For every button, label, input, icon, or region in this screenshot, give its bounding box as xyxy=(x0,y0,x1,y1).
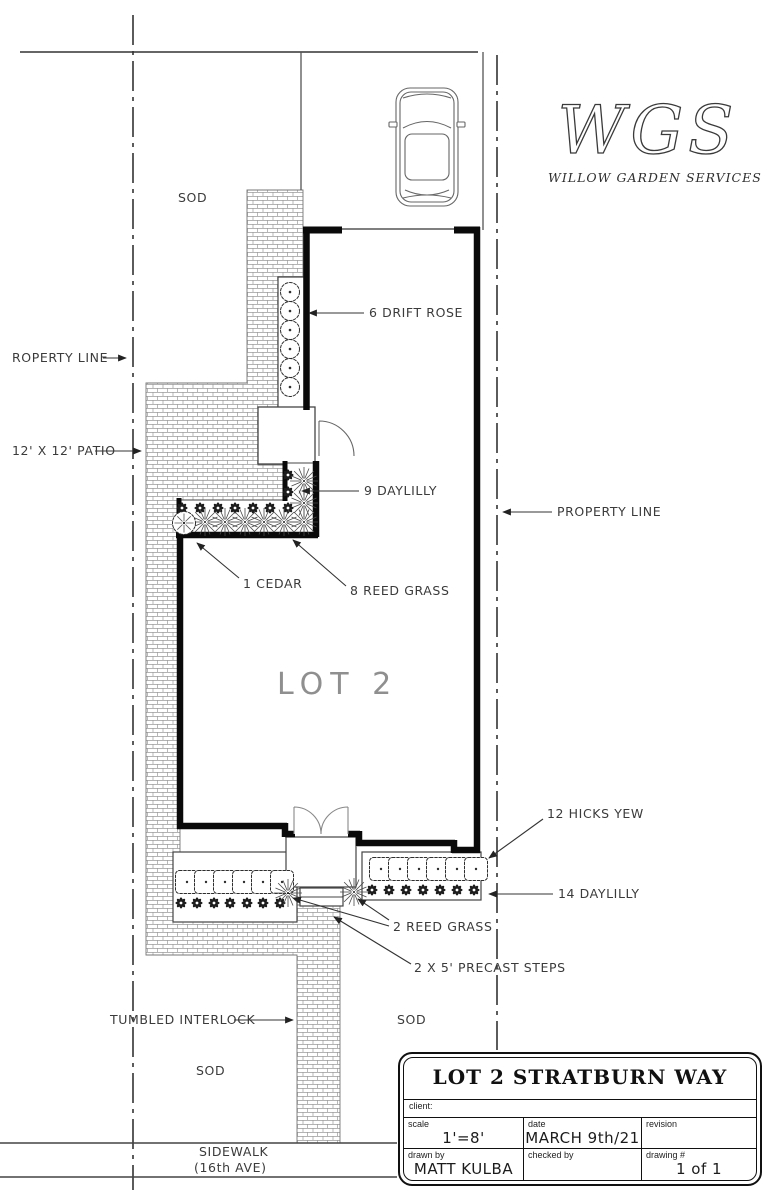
date-cell: date MARCH 9th/21 xyxy=(524,1118,642,1149)
revision-value xyxy=(642,1129,756,1148)
drawn-by-cell: drawn by MATT KULBA xyxy=(404,1149,524,1180)
logo-company-name: WILLOW GARDEN SERVICES xyxy=(548,170,762,185)
car xyxy=(388,87,466,207)
drawn-by-value: MATT KULBA xyxy=(413,1160,514,1178)
precast-steps xyxy=(299,887,344,907)
label-cedar: 1 CEDAR xyxy=(243,576,302,591)
date-value: MARCH 9th/21 xyxy=(525,1129,640,1147)
leader-lines xyxy=(95,309,553,1024)
client-row: client: xyxy=(404,1099,756,1117)
label-daylilly-14: 14 DAYLILLY xyxy=(558,886,640,901)
label-hicks-yew: 12 HICKS YEW xyxy=(547,806,644,821)
scale-label: scale xyxy=(408,1119,430,1129)
drawing-no-label: drawing # xyxy=(646,1150,686,1160)
label-daylilly-9: 9 DAYLILLY xyxy=(364,483,437,498)
client-label: client: xyxy=(409,1101,433,1111)
drawing-title: LOT 2 STRATBURN WAY xyxy=(432,1065,728,1089)
drawing-no-cell: drawing # 1 of 1 xyxy=(642,1149,756,1180)
title-block: LOT 2 STRATBURN WAY client: scale 1'=8' … xyxy=(398,1052,762,1186)
scale-cell: scale 1'=8' xyxy=(404,1118,524,1149)
revision-label: revision xyxy=(646,1119,678,1129)
checked-by-value xyxy=(524,1160,641,1180)
sidewalk-lines xyxy=(0,1142,397,1178)
rear-porch xyxy=(285,836,357,888)
drawing-no-value: 1 of 1 xyxy=(675,1160,723,1178)
house-outline xyxy=(176,226,481,854)
label-sod-top: SOD xyxy=(178,190,207,205)
label-property-line-left: ROPERTY LINE xyxy=(12,350,108,365)
logo-acronym: WGS xyxy=(557,92,739,169)
label-tumbled-interlock: TUMBLED INTERLOCK xyxy=(109,1012,256,1027)
scale-value: 1'=8' xyxy=(442,1129,485,1147)
side-door-swing xyxy=(318,420,355,457)
label-sod-right: SOD xyxy=(397,1012,426,1027)
label-property-line-right: PROPERTY LINE xyxy=(557,504,661,519)
rear-left-bed-plants xyxy=(175,870,294,909)
title-block-grid: scale 1'=8' date MARCH 9th/21 revision d… xyxy=(404,1117,756,1180)
label-sidewalk-ave: (16th AVE) xyxy=(194,1160,267,1175)
drawn-by-label: drawn by xyxy=(408,1150,445,1160)
title-block-inner: LOT 2 STRATBURN WAY client: scale 1'=8' … xyxy=(403,1057,757,1181)
revision-cell: revision xyxy=(642,1118,756,1149)
checked-by-label: checked by xyxy=(528,1150,574,1160)
label-sod-bottom: SOD xyxy=(196,1063,225,1078)
date-label: date xyxy=(528,1119,546,1129)
label-reed-grass-2: 2 REED GRASS xyxy=(393,919,493,934)
label-lot-2: LOT 2 xyxy=(277,667,398,702)
side-entry-landing xyxy=(257,406,316,465)
label-drift-rose: 6 DRIFT ROSE xyxy=(369,305,463,320)
driveway-edges xyxy=(300,52,484,230)
checked-by-cell: checked by xyxy=(524,1149,642,1180)
rear-double-door-swing xyxy=(293,806,349,835)
label-patio: 12' X 12' PATIO xyxy=(12,443,116,458)
label-sidewalk: SIDEWALK xyxy=(199,1144,269,1159)
label-reed-grass-8: 8 REED GRASS xyxy=(350,583,450,598)
label-precast-steps: 2 X 5' PRECAST STEPS xyxy=(414,960,566,975)
company-logo: WGS WILLOW GARDEN SERVICES xyxy=(548,92,762,185)
rear-right-bed-plants xyxy=(366,857,488,896)
